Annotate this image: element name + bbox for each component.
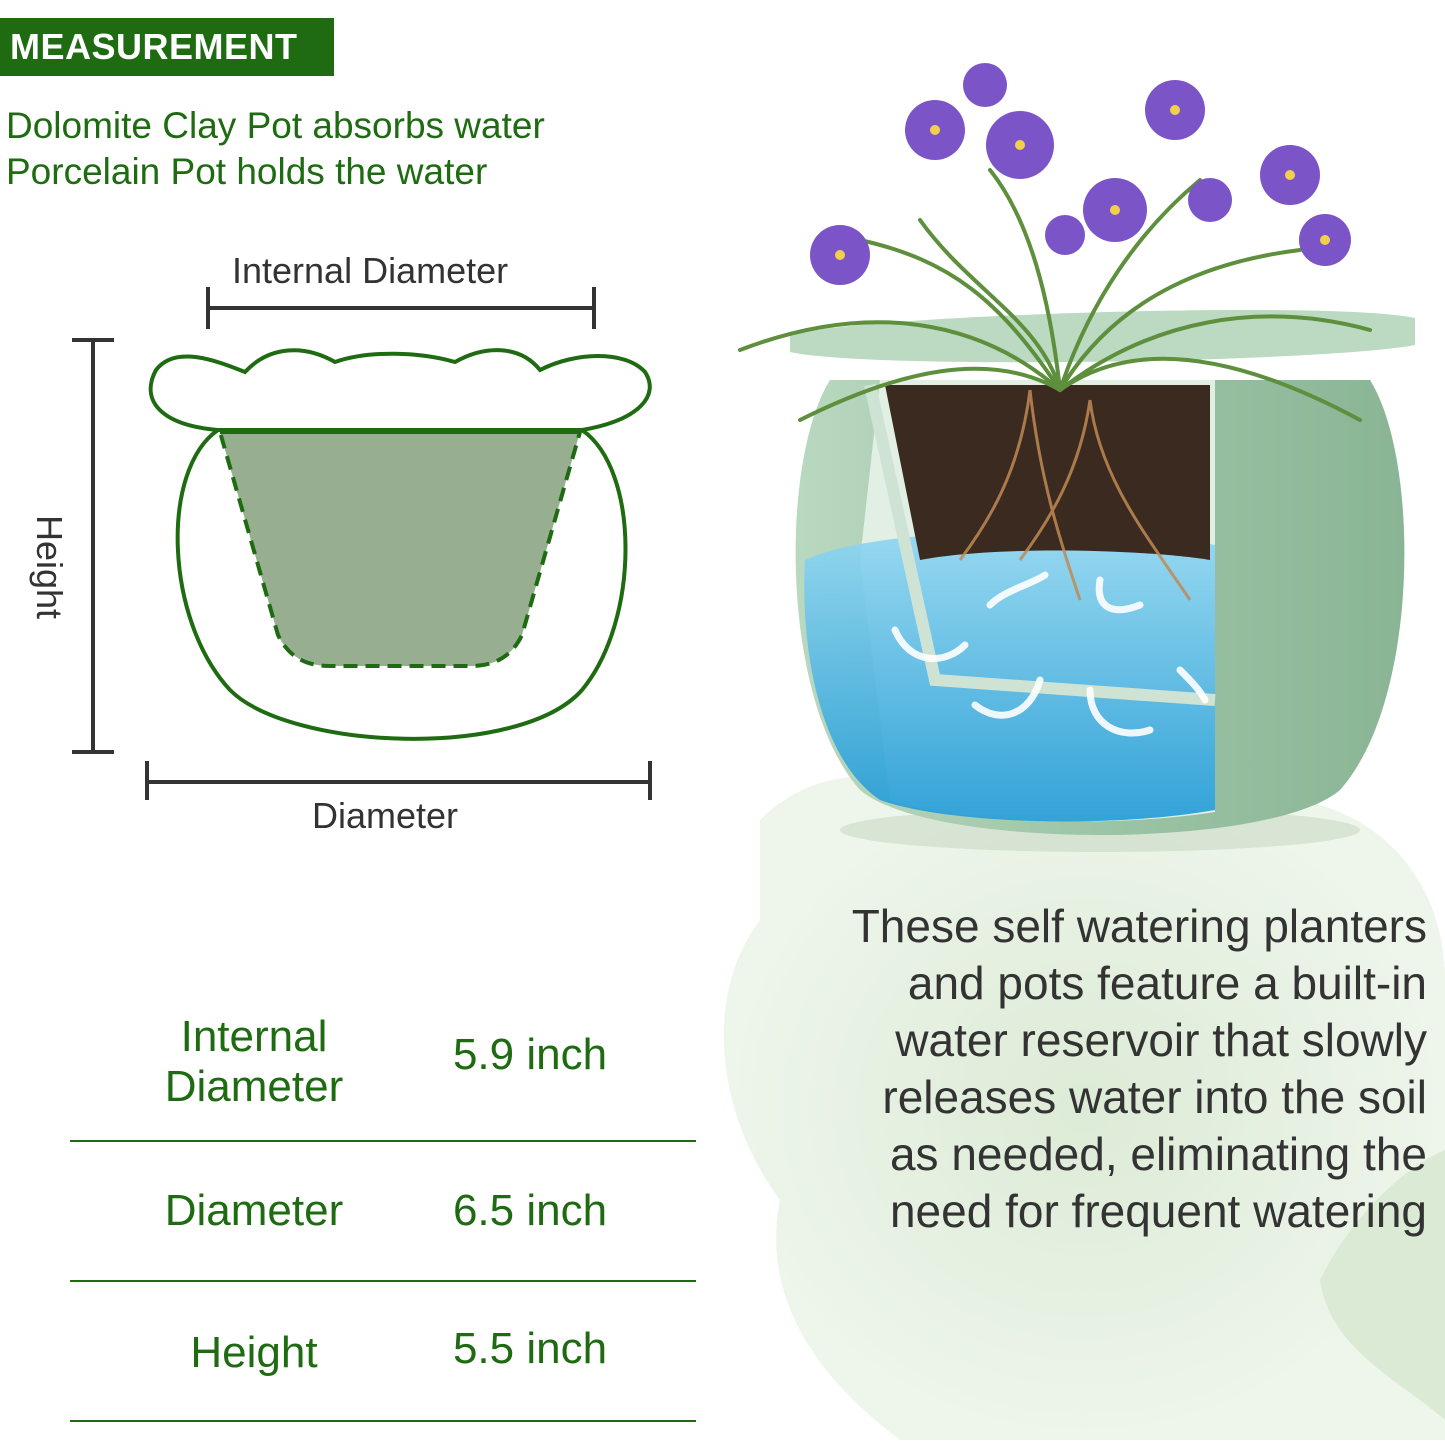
pot-body-outline — [175, 428, 628, 741]
spec-label-line: Internal — [180, 1012, 328, 1061]
description-line: need for frequent watering — [889, 1185, 1427, 1237]
spec-row-diameter: Diameter 6.5 inch — [70, 1142, 696, 1282]
intro-line: Porcelain Pot holds the water — [6, 151, 488, 192]
spec-label-line: Diameter — [164, 1062, 344, 1111]
spec-value: 5.5 inch — [452, 1324, 608, 1373]
diameter-bracket — [145, 761, 652, 800]
pot-rim-outline — [148, 348, 652, 432]
description-line: These self watering planters — [851, 900, 1427, 952]
internal-diameter-label: Internal Diameter — [232, 250, 509, 291]
measurement-badge: MEASUREMENT — [0, 18, 334, 76]
height-label: Height — [29, 514, 70, 620]
spec-label: Height — [190, 1328, 318, 1377]
internal-diameter-bracket — [206, 287, 596, 329]
pot-dimension-diagram — [72, 287, 652, 800]
product-description: These self watering planters and pots fe… — [747, 898, 1427, 1240]
description-line: water reservoir that slowly — [895, 1014, 1427, 1066]
spec-value: 6.5 inch — [452, 1186, 608, 1235]
soil — [885, 385, 1210, 560]
spec-label: Internal Diameter — [70, 1012, 438, 1112]
description-line: and pots feature a built-in — [907, 957, 1427, 1009]
description-line: as needed, eliminating the — [889, 1128, 1427, 1180]
spec-label: Diameter — [164, 1186, 344, 1235]
water-reservoir — [804, 531, 1215, 822]
violet-flowers — [810, 63, 1351, 285]
spec-row-height: Height 5.5 inch — [70, 1282, 696, 1422]
water-flow-arrows — [891, 571, 1209, 737]
spec-row-internal-diameter: Internal Diameter 5.9 inch — [70, 1000, 696, 1142]
leaf-silhouette — [1320, 1150, 1445, 1420]
spec-value: 5.9 inch — [452, 1030, 608, 1079]
intro-text: Dolomite Clay Pot absorbs water Porcelai… — [6, 103, 545, 195]
background-splash — [723, 776, 1445, 1440]
intro-line: Dolomite Clay Pot absorbs water — [6, 105, 545, 146]
specs-table: Internal Diameter 5.9 inch Diameter 6.5 … — [70, 1000, 696, 1422]
inner-clay-pot — [217, 430, 583, 668]
height-bracket — [72, 338, 114, 754]
product-photo — [723, 63, 1445, 1440]
description-line: releases water into the soil — [882, 1071, 1427, 1123]
diameter-label: Diameter — [312, 795, 459, 836]
